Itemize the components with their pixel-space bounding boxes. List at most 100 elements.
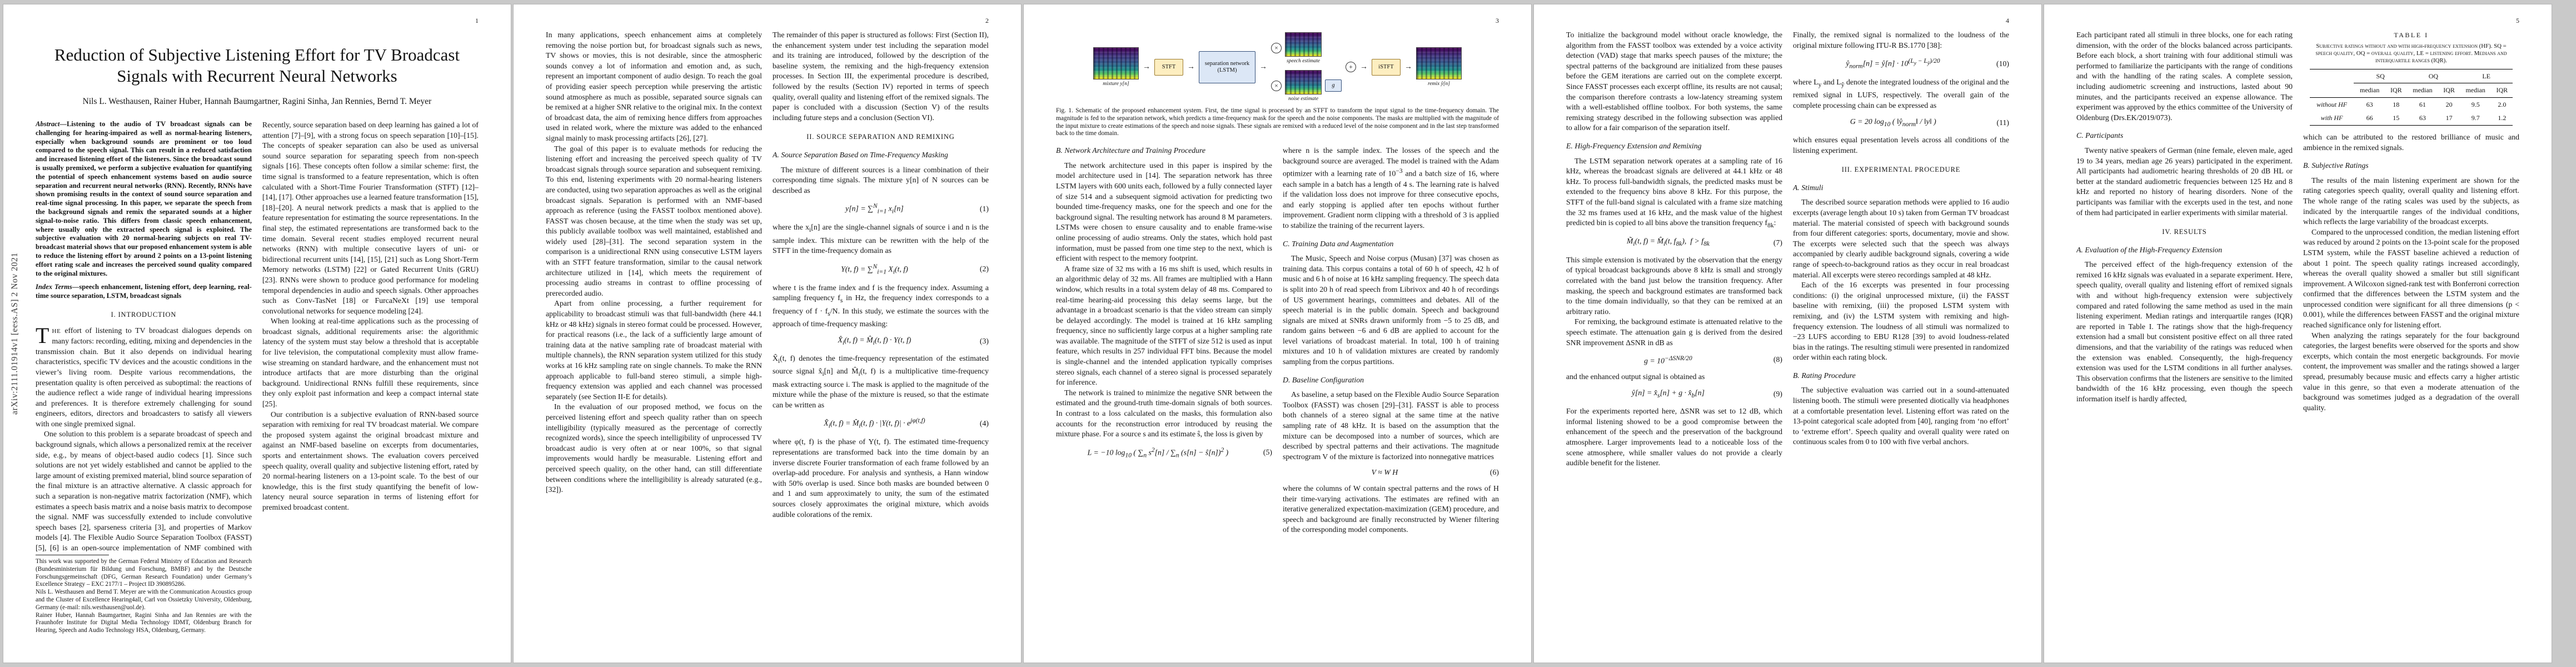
speech-branch: × speech estimate bbox=[1271, 32, 1342, 64]
subsection-heading: E. High-Frequency Extension and Remixing bbox=[1566, 141, 1702, 150]
page-4-columns: To initialize the background model witho… bbox=[1566, 30, 2009, 635]
table-1-label: TABLE I bbox=[2394, 31, 2429, 39]
equation: g = 10−ΔSNR/20(8) bbox=[1566, 354, 1782, 366]
paragraph: which can be attributed to the restored … bbox=[2303, 132, 2519, 152]
section-heading: II. SOURCE SEPARATION AND REMIXING bbox=[806, 133, 955, 141]
page-3: 3 mixture y[n] → STFT → separation netwo… bbox=[1023, 4, 1532, 663]
table-header-cell: IQR bbox=[2443, 86, 2455, 94]
page-2: 2 In many applications, speech enhanceme… bbox=[513, 4, 1022, 663]
paragraph: where t is the frame index and f is the … bbox=[773, 283, 989, 328]
figure-1-caption-label: Fig. 1. bbox=[1056, 107, 1073, 114]
table-header-cell bbox=[2310, 69, 2354, 83]
page-2-columns: In many applications, speech enhancement… bbox=[546, 30, 989, 635]
figure-1-caption-text: Schematic of the proposed enhancement sy… bbox=[1056, 107, 1499, 137]
equation-number: (4) bbox=[979, 419, 989, 428]
table-1-grid: SQ OQ LE median IQR median IQR median bbox=[2309, 69, 2513, 126]
equation: Y(t, f) = ∑Ni=1 Xi(t, f) (2) bbox=[773, 262, 989, 277]
paragraph: For remixing, the background estimate is… bbox=[1566, 317, 1782, 347]
paragraph: The results of the main listening experi… bbox=[2303, 176, 2519, 226]
equation: L = −10 log10 ( ∑n s2[n] / ∑n (s[n] − ŝ… bbox=[1056, 445, 1272, 461]
page-number: 2 bbox=[985, 17, 989, 24]
paragraph: where φ(t, f) is the phase of Y(t, f). T… bbox=[773, 437, 989, 519]
figure-input-signal: mixture y[n] bbox=[1093, 47, 1139, 87]
figure-1-caption: Fig. 1. Schematic of the proposed enhanc… bbox=[1056, 107, 1499, 138]
figure-1-diagram: mixture y[n] → STFT → separation network… bbox=[1056, 30, 1499, 103]
paragraph: where Ly and Lŷ denote the integrated l… bbox=[1793, 78, 2009, 110]
table-header-cell: OQ bbox=[2406, 69, 2460, 84]
author-footnote: This work was supported by the German Fe… bbox=[36, 551, 252, 635]
input-spectrogram bbox=[1093, 47, 1139, 79]
arrow-icon: → bbox=[1187, 62, 1195, 71]
column-left: Each participant rated all stimuli in th… bbox=[2076, 30, 2293, 635]
equation: ŷ[n] = x̂s[n] + g · x̂b[n](9) bbox=[1566, 388, 1782, 401]
paragraph: Finally, the remixed signal is normalize… bbox=[1793, 31, 2009, 49]
paragraph: Each participant rated all stimuli in th… bbox=[2076, 31, 2293, 122]
column-right: Recently, source separation based on dee… bbox=[262, 120, 479, 635]
paragraph: The mixture of different sources is a li… bbox=[773, 165, 989, 195]
table-cell: 9.5 bbox=[2471, 100, 2480, 108]
speech-spectrogram bbox=[1285, 32, 1322, 57]
table-header-cell bbox=[2310, 83, 2354, 98]
page-number: 3 bbox=[1496, 17, 1499, 24]
paragraph: Apart from online processing, a further … bbox=[546, 299, 762, 401]
page-number: 1 bbox=[475, 17, 479, 24]
table-cell: 61 bbox=[2419, 100, 2426, 108]
section-heading: III. EXPERIMENTAL PROCEDURE bbox=[1841, 166, 1961, 174]
subsection-heading: C. Training Data and Augmentation bbox=[1283, 239, 1394, 248]
paragraph: The perceived effect of the high-frequen… bbox=[2076, 260, 2293, 403]
table-header-cell: median bbox=[2413, 86, 2433, 94]
subsection-heading: C. Participants bbox=[2076, 131, 2124, 140]
multiply-icon: × bbox=[1271, 80, 1282, 91]
output-spectrogram bbox=[1416, 47, 1462, 79]
table-header-cell: LE bbox=[2460, 69, 2513, 84]
paragraph: which ensures equal presentation levels … bbox=[1793, 136, 2009, 155]
table-cell: 1.2 bbox=[2498, 114, 2507, 122]
equation-number: (2) bbox=[979, 265, 989, 273]
paragraph: To initialize the background model witho… bbox=[1566, 31, 1782, 132]
table-1-caption: Subjective ratings without and with high… bbox=[2315, 42, 2507, 64]
column-left: To initialize the background model witho… bbox=[1566, 30, 1782, 635]
sum-icon: + bbox=[1346, 62, 1356, 72]
equation-body: ŷ[n] = x̂s[n] + g · x̂b[n] bbox=[1631, 388, 1705, 399]
subsection-heading: D. Baseline Configuration bbox=[1283, 375, 1364, 384]
table-cell: 2.0 bbox=[2498, 100, 2507, 108]
equation-body: y[n] = ∑Ni=1 xi[n] bbox=[845, 203, 904, 215]
subsection-heading: B. Network Architecture and Training Pro… bbox=[1056, 146, 1206, 155]
equation-body: M̃i(t, f) = M̂i(t, f8k), f > f8k bbox=[1626, 237, 1710, 248]
paragraph: The subjective evaluation was carried ou… bbox=[1793, 386, 2009, 446]
arrow-icon: → bbox=[1360, 62, 1368, 71]
equation-number: (1) bbox=[979, 204, 989, 213]
row-label: without HF bbox=[2316, 100, 2348, 108]
figure-output-signal: remix ŷ[n] bbox=[1416, 47, 1462, 87]
equation-body: Y(t, f) = ∑Ni=1 Xi(t, f) bbox=[841, 263, 908, 276]
output-spectrogram-label: remix ŷ[n] bbox=[1427, 81, 1450, 87]
equation-body: g = 10−ΔSNR/20 bbox=[1644, 355, 1692, 365]
arxiv-stamp: arXiv:2111.01914v1 [eess.AS] 2 Nov 2021 bbox=[10, 252, 19, 415]
page-5: 5 Each participant rated all stimuli in … bbox=[2044, 4, 2552, 663]
paragraph: When analyzing the ratings separately fo… bbox=[2303, 331, 2519, 412]
column-left: Abstract—Listening to the audio of TV br… bbox=[36, 120, 252, 635]
paragraph: The network is trained to minimize the n… bbox=[1056, 388, 1272, 439]
equation-number: (10) bbox=[1996, 59, 2009, 68]
paragraph: Our contribution is a subjective evaluat… bbox=[262, 410, 479, 511]
equation-number: (11) bbox=[1996, 118, 2009, 127]
equation: y[n] = ∑Ni=1 xi[n] (1) bbox=[773, 201, 989, 217]
section-heading: IV. RESULTS bbox=[2162, 228, 2207, 236]
index-terms: Index Terms—speech enhancement, listenin… bbox=[36, 283, 252, 300]
table-cell: 15 bbox=[2393, 114, 2400, 122]
equation-body: L = −10 log10 ( ∑n s2[n] / ∑n (s[n] − ŝ… bbox=[1087, 446, 1229, 459]
table-header-cell: median bbox=[2465, 86, 2485, 94]
page-3-columns: B. Network Architecture and Training Pro… bbox=[1056, 146, 1499, 635]
paragraph: For the experiments reported here, ΔSNR … bbox=[1566, 407, 1782, 467]
equation-number: (6) bbox=[1489, 468, 1499, 477]
mask-branches: × speech estimate × noise estimate g bbox=[1271, 32, 1342, 102]
column-right: where n is the sample index. The losses … bbox=[1283, 146, 1499, 635]
page-5-columns: Each participant rated all stimuli in th… bbox=[2076, 30, 2519, 635]
equation: X̂i(t, f) = M̂i(t, f) · |Y(t, f)| · ejφ(… bbox=[773, 416, 989, 431]
page-4: 4 To initialize the background model wit… bbox=[1533, 4, 2042, 663]
arrow-icon: → bbox=[1143, 62, 1150, 71]
paragraph: This simple extension is motivated by th… bbox=[1566, 255, 1782, 316]
